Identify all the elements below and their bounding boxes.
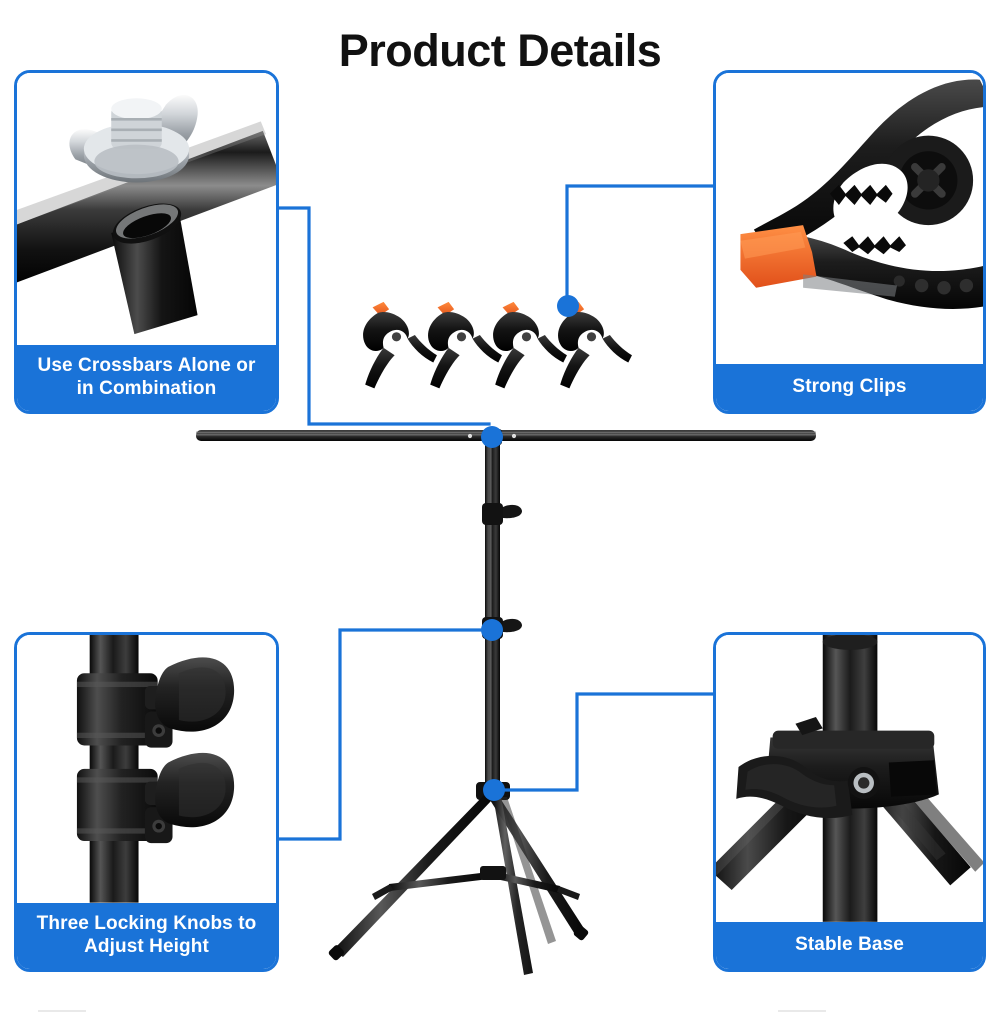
callout-card-locking-knobs[interactable]: Three Locking Knobs to Adjust Height xyxy=(14,632,279,972)
callout-label-strong-clips: Strong Clips xyxy=(716,363,983,411)
callout-label-use-crossbars: Use Crossbars Alone or in Combination xyxy=(17,344,276,411)
bottom-rule-right xyxy=(778,1010,826,1012)
callout-label-line2: Adjust Height xyxy=(84,935,209,957)
callout-label-line2: in Combination xyxy=(76,377,217,399)
center-pole xyxy=(482,441,522,795)
callout-card-stable-base[interactable]: Stable Base xyxy=(713,632,986,972)
crossbar xyxy=(196,429,816,445)
tripod-base xyxy=(328,782,589,975)
spring-clamp-2 xyxy=(428,301,502,389)
locking-knob-upper xyxy=(482,503,522,525)
callout-label-line1: Stable Base xyxy=(795,933,904,955)
spring-clamp-4 xyxy=(558,301,632,389)
callout-card-use-crossbars[interactable]: Use Crossbars Alone or in Combination xyxy=(14,70,279,414)
callout-label-locking-knobs: Three Locking Knobs to Adjust Height xyxy=(17,902,276,969)
callout-label-line1: Strong Clips xyxy=(792,375,907,397)
callout-label-line1: Use Crossbars Alone or xyxy=(37,354,256,376)
callout-photo-wing-nut xyxy=(17,73,276,345)
callout-photo-locking-knobs xyxy=(17,635,276,903)
spring-clamp-1 xyxy=(363,301,437,389)
page-title: Product Details xyxy=(338,25,662,76)
callout-photo-spring-clamp xyxy=(716,73,983,364)
callout-card-strong-clips[interactable]: Strong Clips xyxy=(713,70,986,414)
bottom-rule-left xyxy=(38,1010,86,1012)
callout-photo-tripod-base xyxy=(716,635,983,922)
spring-clamp-3 xyxy=(493,301,567,389)
callout-label-stable-base: Stable Base xyxy=(716,921,983,969)
callout-label-line1: Three Locking Knobs to xyxy=(36,912,257,934)
clip-row xyxy=(363,301,632,389)
locking-knob-lower xyxy=(482,617,522,639)
